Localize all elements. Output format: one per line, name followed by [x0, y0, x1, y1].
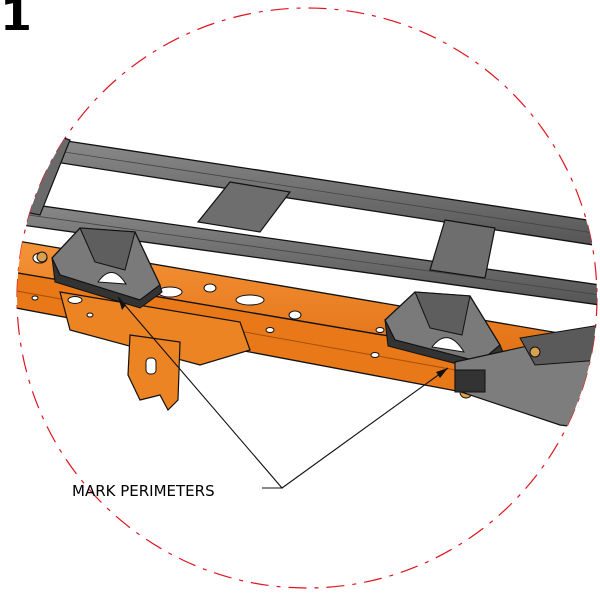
callout-label: MARK PERIMETERS: [72, 482, 215, 500]
leader-line-right: [281, 367, 449, 489]
mount-foot-right: [384, 291, 504, 371]
leader-lines: [117, 296, 449, 489]
arrowhead-right: [436, 368, 448, 378]
mount-foot-left: [51, 227, 163, 309]
rack-rails: [17, 134, 597, 306]
detail-reference-label: 1: [0, 0, 33, 30]
arrowhead-left: [118, 297, 126, 310]
side-bracket: [454, 324, 597, 431]
